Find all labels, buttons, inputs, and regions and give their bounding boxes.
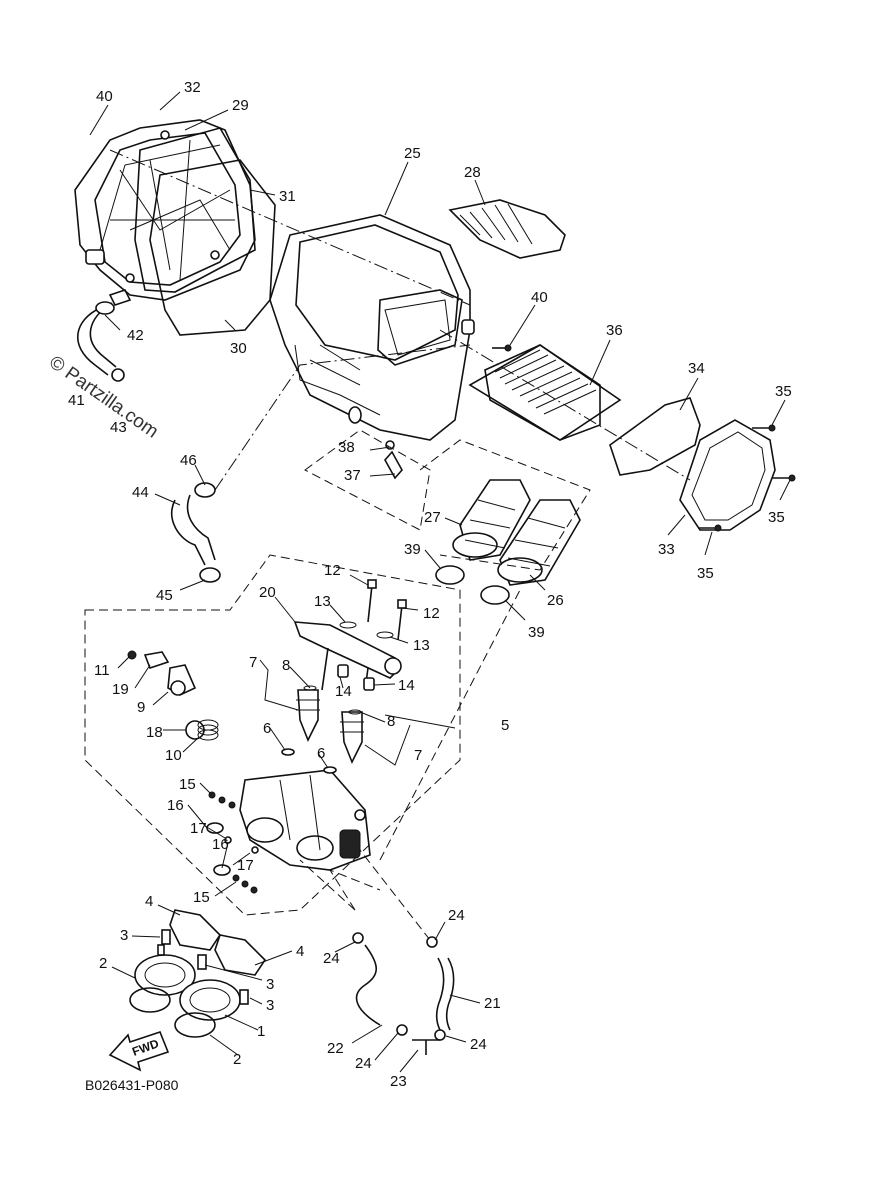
clamp-39-left [435, 565, 465, 585]
callout-21: 21 [484, 995, 501, 1012]
callout-40: 40 [96, 88, 113, 105]
cover-gasket [609, 397, 701, 476]
callout-37: 37 [344, 467, 361, 484]
callout-27: 27 [424, 509, 441, 526]
callout-12-top: 12 [324, 562, 341, 579]
leader-lines [89, 91, 791, 1073]
bolts-35 [698, 424, 796, 532]
sensor-19 [143, 651, 197, 696]
callout-10: 10 [165, 747, 182, 764]
callout-8-right: 8 [387, 713, 395, 730]
callout-4-right: 4 [296, 943, 304, 960]
callout-13-top: 13 [314, 593, 331, 610]
callout-7-left: 7 [249, 654, 257, 671]
air-box-case [74, 119, 256, 306]
callout-12-right: 12 [423, 605, 440, 622]
callout-13-right: 13 [413, 637, 430, 654]
callout-15-top: 15 [179, 776, 196, 793]
callout-31: 31 [279, 188, 296, 205]
fuel-injectors [296, 689, 364, 764]
callout-22: 22 [327, 1040, 344, 1057]
breather-hose [77, 301, 125, 382]
air-filter-element [468, 344, 622, 441]
callout-24-right: 24 [470, 1036, 487, 1053]
callout-labels: 40 32 29 25 28 31 42 30 41 43 40 36 34 3… [68, 79, 792, 1090]
callout-35-top: 35 [775, 383, 792, 400]
air-filter-case [269, 214, 475, 441]
callout-2-bottom: 2 [233, 1051, 241, 1068]
callout-1: 1 [257, 1023, 265, 1040]
callout-2-top: 2 [99, 955, 107, 972]
callout-28: 28 [464, 164, 481, 181]
callout-7-right: 7 [414, 747, 422, 764]
callout-34: 34 [688, 360, 705, 377]
callout-5: 5 [501, 717, 509, 734]
callout-24-top: 24 [448, 907, 465, 924]
callout-42: 42 [127, 327, 144, 344]
callout-16-bottom: 16 [212, 836, 229, 853]
callout-44: 44 [132, 484, 149, 501]
drain-hose [170, 482, 221, 583]
o-ring-18 [185, 720, 205, 740]
callout-25: 25 [404, 145, 421, 162]
bolt-40 [492, 344, 512, 352]
callout-36: 36 [606, 322, 623, 339]
bolts-12 [367, 579, 407, 641]
callout-29: 29 [232, 97, 249, 114]
throttle-body-group-outline [84, 554, 461, 916]
intake-duct [448, 199, 566, 259]
callout-3-bottom: 3 [266, 997, 274, 1014]
clamp-39-right [480, 585, 510, 605]
diagram-code: B026431-P080 [85, 1077, 179, 1093]
callout-41: 41 [68, 392, 85, 409]
callout-6-right: 6 [317, 745, 325, 762]
callout-43: 43 [110, 419, 127, 436]
callout-46: 46 [180, 452, 197, 469]
callout-3-right: 3 [266, 976, 274, 993]
callout-19: 19 [112, 681, 129, 698]
callout-17-bottom: 17 [237, 857, 254, 874]
callout-39-right: 39 [528, 624, 545, 641]
callout-45: 45 [156, 587, 173, 604]
throttle-body [239, 769, 371, 871]
callout-30: 30 [230, 340, 247, 357]
callout-15-bottom: 15 [193, 889, 210, 906]
callout-9: 9 [137, 699, 145, 716]
callout-16-top: 16 [167, 797, 184, 814]
callout-6-left: 6 [263, 720, 271, 737]
spring-10 [197, 719, 219, 741]
gasket-seal [134, 127, 276, 336]
callout-32: 32 [184, 79, 201, 96]
callout-14-right: 14 [398, 677, 415, 694]
callout-40-right: 40 [531, 289, 548, 306]
fuel-rail [293, 621, 402, 691]
callout-3-left: 3 [120, 927, 128, 944]
callout-26: 26 [547, 592, 564, 609]
fwd-arrow-icon: FWD [108, 1031, 170, 1072]
callout-35-bottom: 35 [697, 565, 714, 582]
callout-11: 11 [94, 662, 110, 679]
callout-33: 33 [658, 541, 675, 558]
callout-20: 20 [259, 584, 276, 601]
callout-24-bottom: 24 [355, 1055, 372, 1072]
watermark-text: © Partzilla.com [45, 352, 162, 443]
callout-35-right: 35 [768, 509, 785, 526]
air-filter-cover [679, 419, 776, 531]
callout-8-left: 8 [282, 657, 290, 674]
callout-17-top: 17 [190, 820, 207, 837]
callout-23: 23 [390, 1073, 407, 1090]
callout-39-left: 39 [404, 541, 421, 558]
intake-funnels [452, 479, 581, 586]
drain-plug [384, 440, 403, 480]
intake-joints [129, 909, 267, 1038]
callout-18: 18 [146, 724, 163, 741]
callout-14-left: 14 [335, 683, 352, 700]
callout-38: 38 [338, 439, 355, 456]
callout-4-top: 4 [145, 893, 153, 910]
callout-24-left: 24 [323, 950, 340, 967]
o-rings-13-14 [281, 621, 394, 774]
vacuum-hoses [352, 932, 455, 1055]
